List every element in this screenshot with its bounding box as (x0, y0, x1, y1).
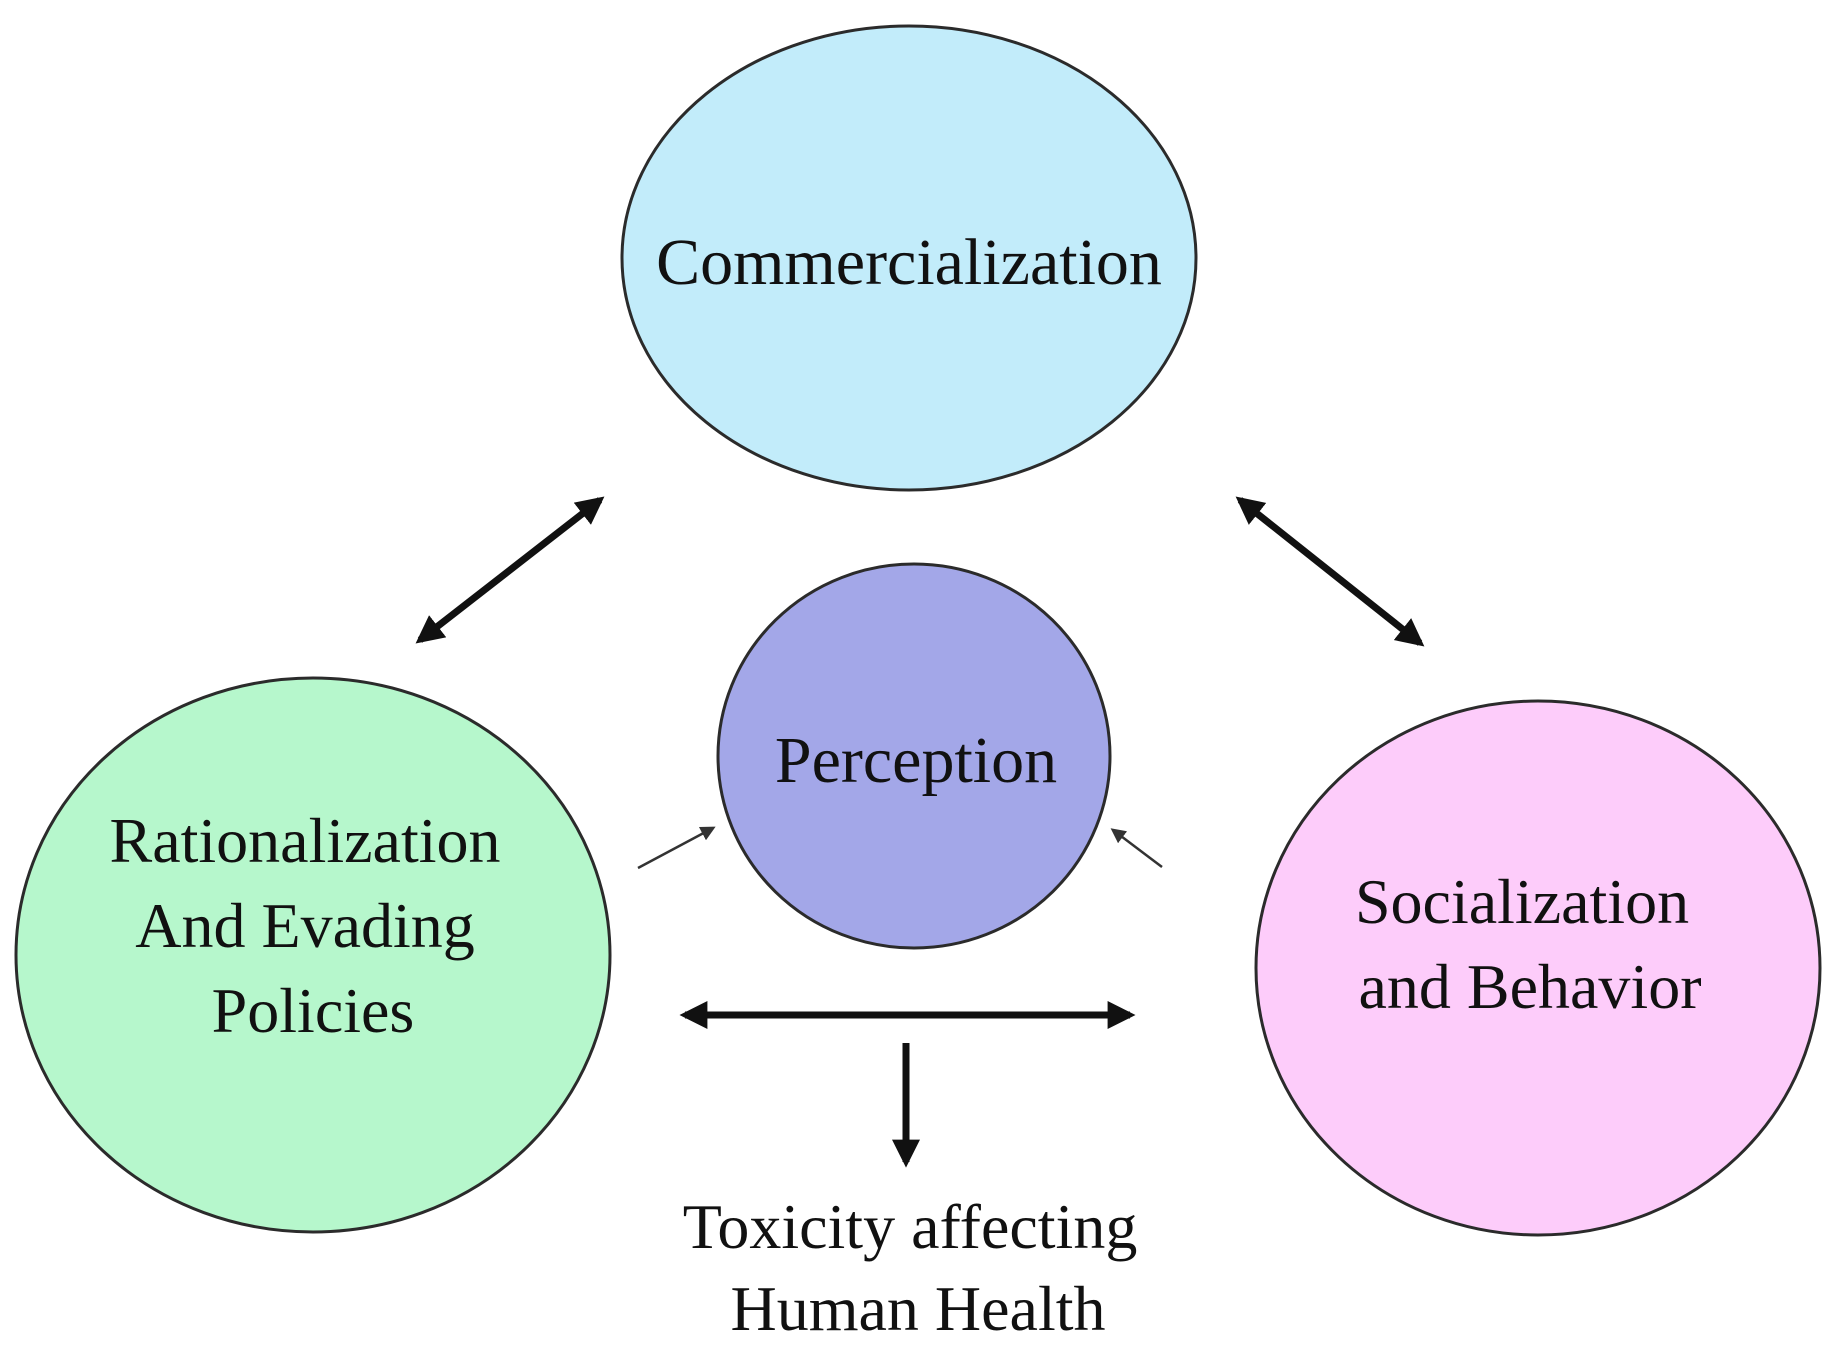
rationalization-line-2: And Evading (135, 890, 475, 961)
toxicity-line-2: Human Health (731, 1273, 1106, 1344)
rationalization-line-1: Rationalization (110, 805, 501, 876)
rationalization-label: Rationalization And Evading Policies (110, 805, 517, 1046)
toxicity-outcome-label: Toxicity affecting Human Health (683, 1191, 1154, 1344)
perception-label: Perception (775, 724, 1057, 797)
perception-ellipse (716, 562, 1112, 950)
commercialization-ellipse (620, 24, 1198, 492)
socialization-ellipse (1254, 699, 1822, 1237)
perception-line-1: Perception (775, 724, 1057, 797)
rationalization-ellipse (14, 676, 612, 1234)
arrow-commercialization-socialization (1235, 496, 1425, 647)
commercialization-label: Commercialization (656, 226, 1162, 299)
node-perception: Perception (716, 562, 1112, 950)
commercialization-line-1: Commercialization (656, 226, 1162, 299)
arrow-rationalization-to-perception (637, 826, 716, 870)
socialization-label: Socialization and Behavior (1355, 866, 1705, 1022)
node-rationalization: Rationalization And Evading Policies (14, 676, 612, 1234)
socialization-line-1: Socialization (1355, 866, 1689, 937)
node-commercialization: Commercialization (620, 24, 1198, 492)
rationalization-line-3: Policies (212, 975, 415, 1046)
node-socialization: Socialization and Behavior (1254, 699, 1822, 1237)
arrow-commercialization-rationalization (415, 496, 605, 644)
toxicity-line-1: Toxicity affecting (683, 1191, 1138, 1262)
arrow-socialization-to-perception (1110, 828, 1163, 868)
socialization-line-2: and Behavior (1359, 951, 1702, 1022)
